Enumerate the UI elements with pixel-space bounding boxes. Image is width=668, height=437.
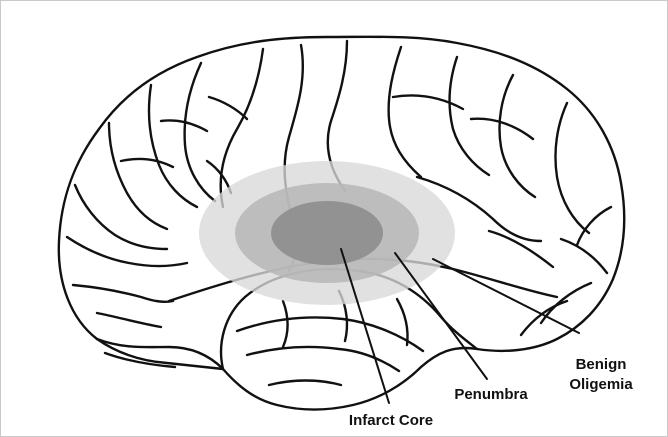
penumbra-label: Penumbra <box>454 386 528 403</box>
infarct-core-zone <box>271 201 383 265</box>
infarct-core-label: Infarct Core <box>349 412 433 429</box>
benign-oligemia-label-line2: Oligemia <box>569 376 633 393</box>
benign-oligemia-label-line1: Benign <box>576 356 627 373</box>
penumbra-leader-line <box>395 253 487 379</box>
